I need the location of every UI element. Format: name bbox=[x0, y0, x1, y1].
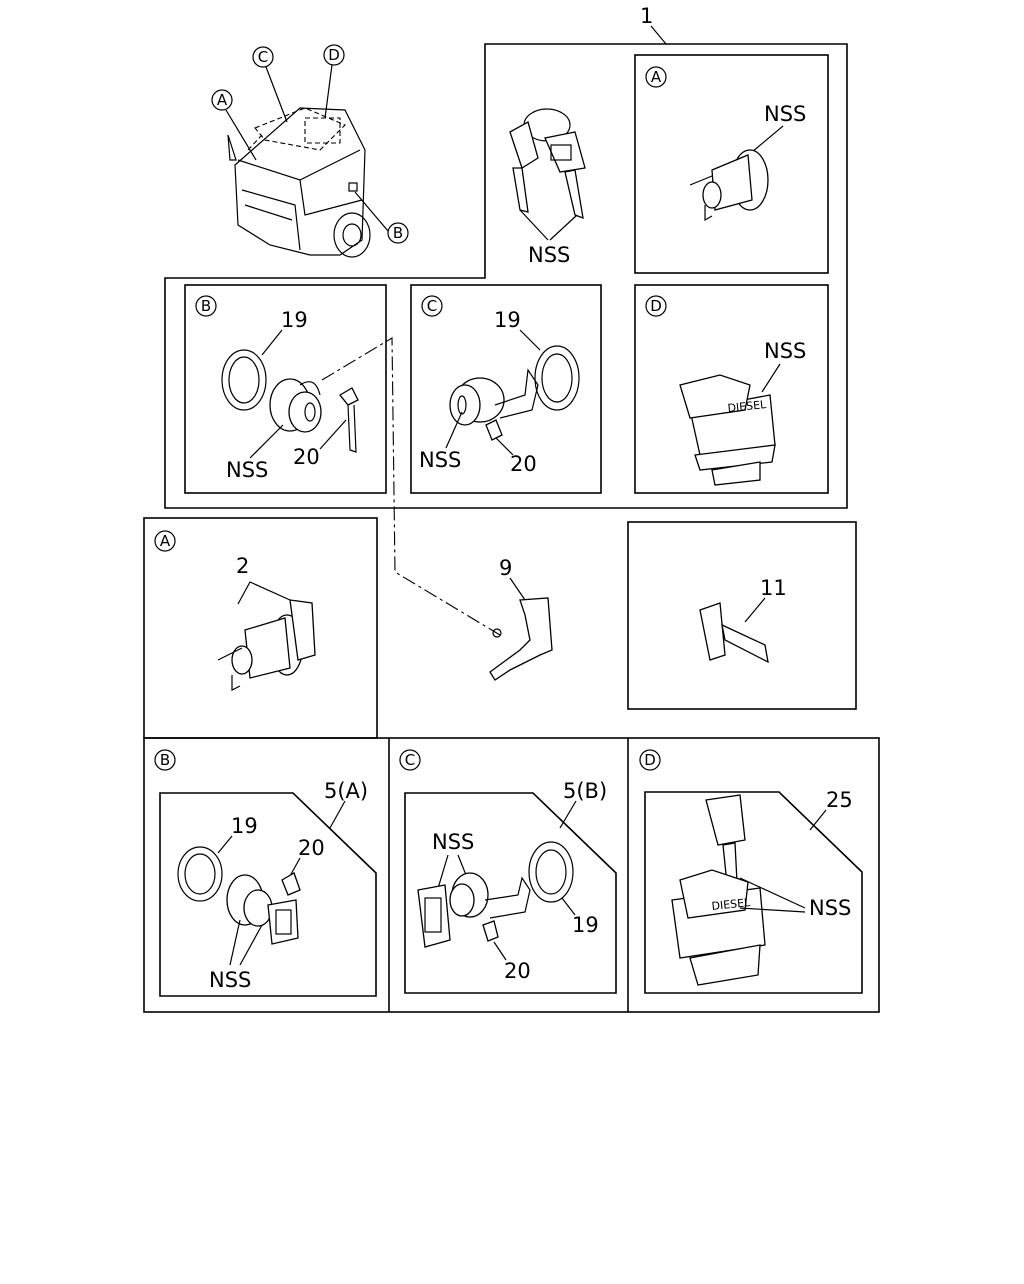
panel-key-11: 11 bbox=[627, 521, 857, 710]
assembly-1-group: 1 bbox=[164, 4, 848, 509]
part-20-label-c: 20 bbox=[510, 452, 537, 476]
panel-d-top-callout: D bbox=[650, 297, 662, 315]
part-20-label-b-bottom: 20 bbox=[298, 836, 325, 860]
panel-a-mid-callout: A bbox=[160, 532, 171, 550]
diesel-text-d-bottom: DIESEL bbox=[711, 896, 752, 913]
callout-a-label: A bbox=[217, 91, 228, 109]
part-20-label-c-bottom: 20 bbox=[504, 959, 531, 983]
panel-c-bottom-callout: C bbox=[405, 751, 415, 769]
callout-b-cab: B bbox=[348, 182, 409, 244]
panel-b-bottom: B 5(A) 19 20 NSS bbox=[154, 749, 377, 997]
bottom-row-frame bbox=[143, 737, 880, 1013]
callout-b-label: B bbox=[393, 224, 403, 242]
part-19-label-b: 19 bbox=[281, 308, 308, 332]
panel-c-bottom: C 5(B) NSS 19 20 bbox=[399, 749, 617, 994]
part-9-bracket: 9 bbox=[489, 556, 553, 681]
part-25-label: 25 bbox=[826, 788, 853, 812]
diesel-text-d-top: DIESEL bbox=[727, 398, 768, 415]
panel-b-bottom-callout: B bbox=[160, 751, 170, 769]
nss-label-keys: NSS bbox=[528, 243, 570, 267]
callout-c-label: C bbox=[258, 48, 268, 66]
part-5b-label: 5(B) bbox=[563, 779, 607, 803]
nss-label-b: NSS bbox=[226, 458, 268, 482]
nss-label-b-bottom: NSS bbox=[209, 968, 251, 992]
part-20-label-b: 20 bbox=[293, 445, 320, 469]
callout-d-label: D bbox=[328, 46, 340, 64]
callout-c-cab: C bbox=[252, 46, 288, 123]
truck-cab-illustration bbox=[227, 107, 371, 258]
leader-to-part-9 bbox=[321, 337, 501, 636]
part-5a-label: 5(A) bbox=[324, 779, 368, 803]
nss-label-c-bottom: NSS bbox=[432, 830, 474, 854]
panel-c-callout: C bbox=[427, 297, 437, 315]
key-set-illustration bbox=[509, 108, 586, 220]
panel-a-top: A NSS bbox=[634, 54, 829, 274]
panel-a-mid: A 2 bbox=[143, 517, 378, 739]
panel-a-top-callout: A bbox=[651, 68, 662, 86]
callout-d-cab: D bbox=[323, 44, 345, 119]
panel-d-bottom: D 25 DIESEL NSS bbox=[639, 749, 863, 994]
part-19-label-c-bottom: 19 bbox=[572, 913, 599, 937]
nss-label-c: NSS bbox=[419, 448, 461, 472]
part-2-label: 2 bbox=[236, 554, 249, 578]
callout-a-cab: A bbox=[211, 89, 257, 161]
nss-label-a-top: NSS bbox=[764, 102, 806, 126]
panel-d-top: D NSS DIESEL bbox=[634, 284, 829, 494]
panel-d-bottom-callout: D bbox=[644, 751, 656, 769]
nss-label-d-top: NSS bbox=[764, 339, 806, 363]
nss-label-d-bottom: NSS bbox=[809, 896, 851, 920]
part-number-1: 1 bbox=[640, 4, 653, 28]
panel-b-callout: B bbox=[201, 297, 211, 315]
panel-c: C 19 NSS 20 bbox=[410, 284, 602, 494]
part-9-label: 9 bbox=[499, 556, 512, 580]
part-19-label-b-bottom: 19 bbox=[231, 814, 258, 838]
part-11-label: 11 bbox=[760, 576, 787, 600]
part-19-label-c: 19 bbox=[494, 308, 521, 332]
panel-b: B 19 NSS 20 bbox=[184, 284, 387, 494]
